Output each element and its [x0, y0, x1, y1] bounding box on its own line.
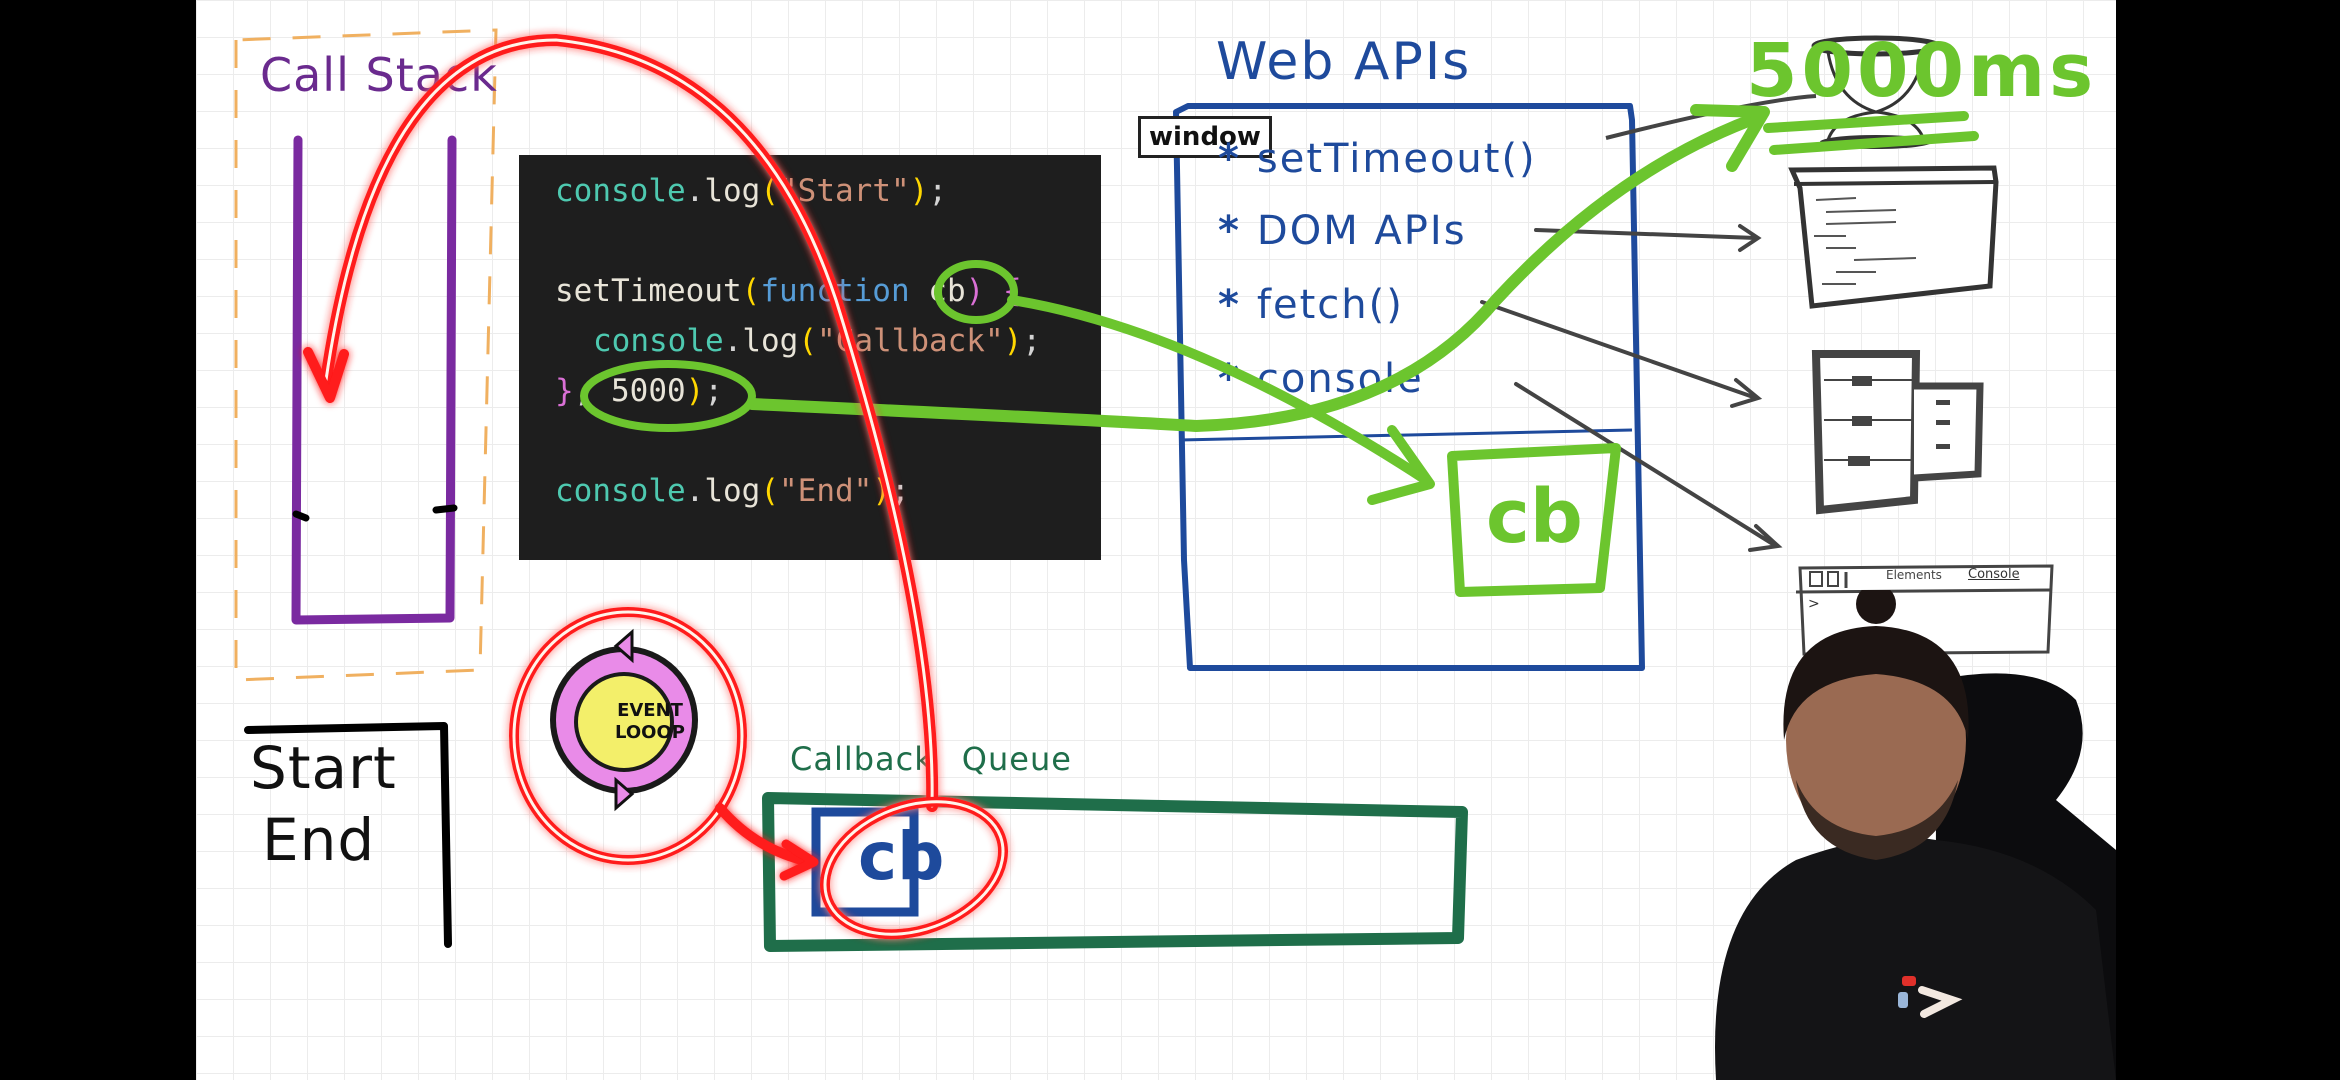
arrow-loop-to-queue-head [779, 839, 819, 881]
whiteboard: Call Stack console.log("Start"); setTime… [196, 0, 2116, 1080]
event-loop-circle-inner [512, 610, 744, 862]
arrow-cb-to-webapi-head [1367, 425, 1435, 505]
code-token: log [704, 173, 761, 209]
code-token: ; [704, 373, 723, 409]
timer-duration-label: 5000ms [1746, 28, 2098, 114]
code-token: console [555, 473, 686, 509]
bullet-asterisk-icon: * [1218, 136, 1241, 182]
presenter-video [1715, 590, 2116, 1080]
presenter-head [1786, 628, 1966, 852]
call-stack-container [291, 135, 457, 625]
timer-callback-box [1447, 443, 1621, 597]
code-token: ) [1003, 323, 1023, 359]
web-api-label: DOM APIs [1256, 208, 1467, 254]
html-document-icon [1788, 165, 1999, 309]
code-token: log [742, 323, 799, 359]
web-api-item-dom: * DOM APIs [1218, 208, 1467, 254]
arrow-console-to-devtools [1514, 382, 1783, 552]
code-token: "End" [779, 473, 873, 509]
event-loop-drawing [550, 628, 698, 812]
web-api-label: fetch() [1256, 282, 1404, 328]
code-token: . [685, 173, 705, 209]
web-api-item-settimeout: * setTimeout() [1218, 136, 1537, 182]
console-output: Start End [248, 726, 448, 946]
code-token: ) [685, 373, 705, 409]
window-label: window [1138, 116, 1272, 158]
presenter-beard [1796, 780, 1958, 860]
code-token-delay: 5000 [611, 373, 686, 409]
arrow-queue-to-stack-head [303, 347, 349, 403]
console-output-bracket [244, 722, 452, 948]
callback-queue-word: Queue [961, 740, 1072, 778]
arrow-queue-to-stack [320, 33, 939, 812]
code-token: console [555, 173, 686, 209]
web-apis-drawing [1173, 94, 1817, 671]
console-output-line: Start [250, 734, 397, 802]
code-token: ( [798, 323, 817, 359]
stack-tick-left [292, 510, 310, 522]
code-token: } [555, 373, 574, 409]
code-line-5: console.log("End"); [555, 473, 910, 509]
timer-callback-cb: cb [1486, 474, 1583, 560]
presenter-hair-bun [1856, 590, 1896, 624]
event-loop-line: LOOOP [615, 722, 685, 743]
code-token: . [723, 323, 743, 359]
stack-tick-right [432, 504, 458, 514]
web-apis-divider [1179, 428, 1633, 442]
devtools-prompt: > [1808, 596, 1820, 612]
code-token: ; [928, 173, 947, 209]
code-token: . [685, 473, 705, 509]
callback-queue-container [762, 792, 1468, 952]
web-api-label: setTimeout() [1256, 136, 1537, 182]
hoodie-logo-icon [1898, 976, 1963, 1018]
arrow-delay-to-timer-head [1690, 104, 1770, 172]
call-stack-dashed-border [234, 28, 498, 682]
code-token: log [704, 473, 761, 509]
green-annotations [580, 104, 1979, 505]
timer-underline-1 [1763, 111, 1969, 133]
code-token: ( [741, 273, 761, 309]
console-output-drawing [244, 722, 452, 948]
call-stack-drawing [234, 28, 498, 682]
arrow-queue-to-stack-inner [324, 38, 934, 808]
callback-queue-word: Callback [790, 740, 934, 778]
timer-underline-2 [1769, 131, 1979, 155]
delay-circle [580, 360, 756, 432]
callback-queue-title: Callback Queue [790, 740, 1072, 778]
arrow-loop-to-queue [715, 803, 815, 867]
web-apis-container [1173, 103, 1645, 671]
code-token: ( [760, 473, 779, 509]
code-line-1: console.log("Start"); [555, 173, 947, 209]
code-line-4: }, 5000); [555, 373, 723, 409]
devtools-tab-elements: Elements [1886, 568, 1942, 582]
queue-item-cb: cb [858, 818, 945, 895]
presenter-body [1715, 837, 2116, 1080]
presenter-hair [1783, 626, 1969, 740]
queue-cb-circle-inner [823, 800, 1005, 936]
server-icon [1811, 350, 1984, 515]
resource-sketches [1788, 35, 2054, 656]
code-token: setTimeout [555, 273, 742, 309]
devtools-tab-console: Console [1968, 567, 2020, 582]
timer-callback-drawing [1447, 443, 1621, 597]
red-annotations [303, 33, 1009, 940]
arrow-cb-to-webapi [1007, 295, 1431, 485]
bullet-asterisk-icon: * [1218, 282, 1241, 328]
arrow-fetch-to-server [1480, 300, 1763, 408]
code-token: console [593, 323, 724, 359]
cb-param-circle [934, 260, 1018, 324]
arrow-delay-to-timer [746, 112, 1762, 433]
code-token: "Start" [779, 173, 910, 209]
console-output-line: End [262, 806, 376, 874]
web-api-item-fetch: * fetch() [1218, 282, 1404, 328]
web-apis-title: Web APIs [1216, 32, 1472, 92]
code-token: ; [1022, 323, 1041, 359]
event-loop-icon [550, 628, 698, 812]
bullet-asterisk-icon: * [1218, 208, 1241, 254]
code-token: ) [909, 173, 929, 209]
letterbox-left [0, 0, 196, 1080]
letterbox-right [2116, 0, 2340, 1080]
event-loop-line: EVENT [617, 700, 683, 721]
